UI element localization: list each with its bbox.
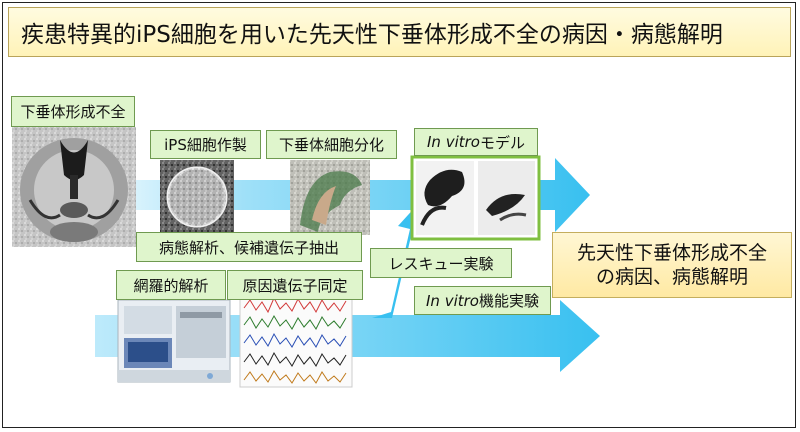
label-pathology-analysis: 病態解析、候補遺伝子抽出 — [136, 232, 362, 262]
ips-colony-image — [160, 160, 234, 234]
label-pituitary-differentiation: 下垂体細胞分化 — [266, 130, 397, 159]
label-causal-gene-identification: 原因遺伝子同定 — [227, 270, 363, 300]
label-in-vitro-model: In vitro モデル — [414, 128, 538, 156]
label-in-vitro-model-text: モデル — [479, 133, 525, 152]
label-rescue-experiment: レスキュー実験 — [370, 248, 512, 278]
outcome-line-1: 先天性下垂体形成不全 — [576, 242, 767, 264]
organoid-image — [410, 155, 541, 241]
sequencer-machine-image — [117, 299, 231, 383]
label-functional-experiment-text: 機能実験 — [478, 292, 539, 310]
sequence-chromatogram-image — [239, 291, 353, 388]
label-in-vitro-model-italic: In vitro — [427, 133, 480, 151]
outcome-line-2: の病因、病態解明 — [595, 266, 748, 288]
label-ips-generation: iPS細胞作製 — [150, 130, 261, 159]
label-functional-experiment-italic: In vitro — [426, 291, 479, 310]
mri-brain-image — [12, 127, 136, 247]
pituitary-tissue-image — [290, 160, 370, 235]
outcome-box: 先天性下垂体形成不全 の病因、病態解明 — [552, 232, 792, 298]
label-hypoplasia: 下垂体形成不全 — [11, 96, 135, 127]
page-title: 疾患特異的iPS細胞を用いた先天性下垂体形成不全の病因・病態解明 — [8, 7, 791, 57]
label-comprehensive-analysis: 網羅的解析 — [116, 270, 226, 300]
